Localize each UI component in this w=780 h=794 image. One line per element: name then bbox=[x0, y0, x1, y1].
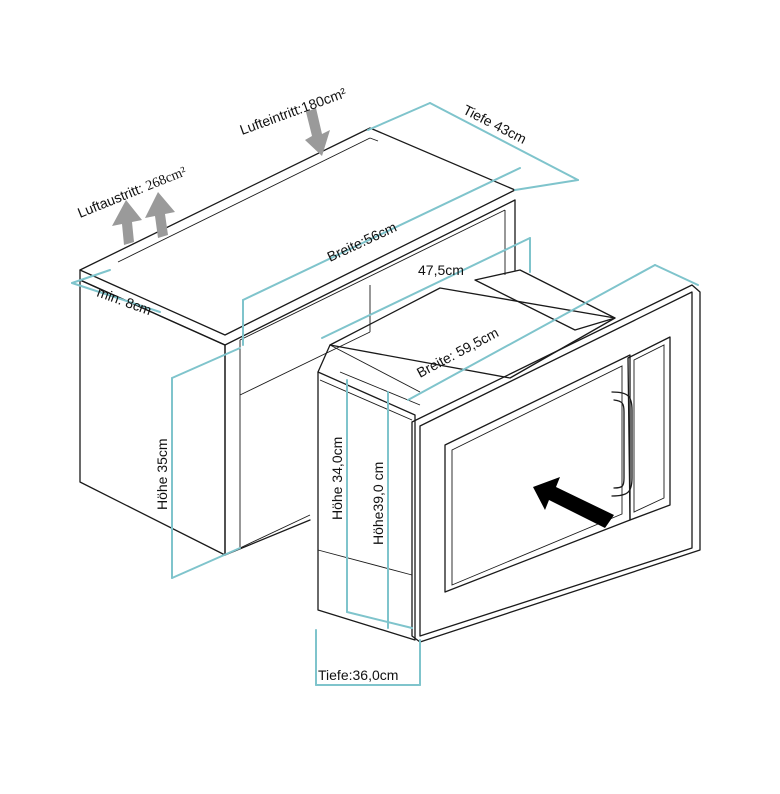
cabinet-top-rail-end bbox=[369, 137, 379, 142]
microwave-body-edge bbox=[317, 344, 331, 373]
cabinet-left-side bbox=[79, 279, 226, 556]
microwave-door-window bbox=[444, 354, 631, 593]
air-outlet-value: 268cm² bbox=[144, 165, 189, 195]
cabinet-inner-bottom bbox=[239, 514, 311, 549]
height-body-label: Höhe 34,0cm bbox=[329, 437, 345, 520]
microwave-front-frame bbox=[411, 284, 701, 643]
arrow-up-icon bbox=[112, 200, 142, 245]
microwave bbox=[317, 269, 701, 643]
min-gap-label: min. 8cm bbox=[95, 284, 154, 318]
dimension-lines bbox=[71, 102, 699, 686]
height-front-label: Höhe39,0 cm bbox=[370, 462, 386, 545]
microwave-rail-top bbox=[329, 344, 421, 393]
microwave-control-panel bbox=[627, 336, 671, 521]
microwave-door-window-inner bbox=[451, 365, 623, 586]
microwave-door-handle-inner bbox=[613, 399, 625, 489]
microwave-body-side bbox=[317, 371, 416, 641]
microwave-rail-low bbox=[339, 371, 421, 406]
inner-width-label: 47,5cm bbox=[418, 262, 464, 278]
arrow-up-icon bbox=[145, 192, 175, 238]
height-cabinet-label: Höhe 35cm bbox=[154, 438, 170, 510]
microwave-door-handle bbox=[611, 391, 633, 497]
cabinet-top-rail bbox=[117, 137, 371, 263]
cabinet-interior-shelf bbox=[239, 331, 371, 396]
microwave-body-upper bbox=[474, 269, 616, 331]
width-cabinet-label: Breite:56cm bbox=[325, 219, 399, 265]
microwave-body-foot bbox=[317, 549, 413, 576]
microwave-control-panel-inner bbox=[633, 344, 665, 513]
cabinet-interior-top bbox=[239, 209, 506, 341]
arrow-insert-icon bbox=[533, 477, 614, 528]
microwave-rail-mid bbox=[319, 379, 413, 421]
air-inlet-label: Lufteintritt:180cm² bbox=[238, 84, 349, 137]
arrow-down-icon bbox=[305, 108, 330, 156]
microwave-front-inner bbox=[419, 291, 693, 637]
cabinet bbox=[79, 127, 516, 556]
depth-microwave-label: Tiefe:36,0cm bbox=[318, 667, 398, 683]
